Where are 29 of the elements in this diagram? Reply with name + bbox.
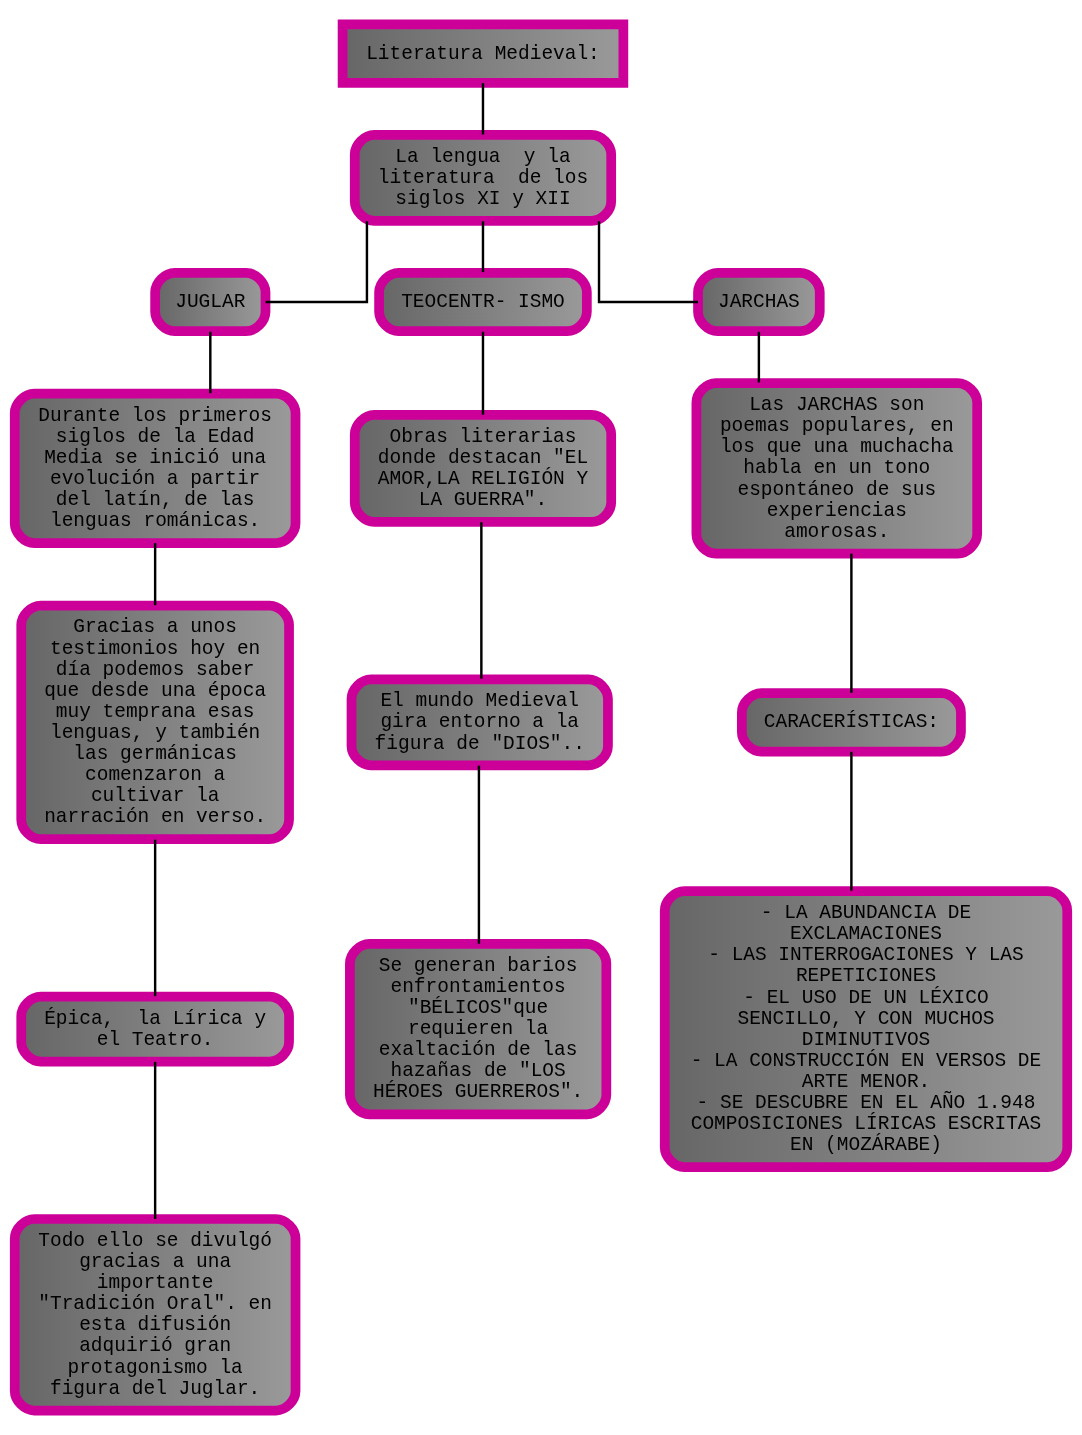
connector: [209, 331, 212, 394]
node-box: JUGLAR: [150, 267, 271, 337]
connector: [597, 221, 698, 304]
connector: [480, 522, 483, 679]
connector: [481, 331, 485, 415]
connector: [481, 221, 485, 273]
node-box: El mundo Medieval gira entorno a la figura de "DIOS"..: [346, 674, 613, 771]
node-box: - LA ABUNDANCIA DE EXCLAMACIONES - LAS INTERROGACIONES Y LAS REPETICIONES - EL USO DE UN LÉXICO SENCILLO, Y CON MUCHOS DIMINUTIVOS - LA CONSTRUCCIÓN EN VERSOS DE ARTE MENOR. - SE DESCUBRE EN EL AÑO 1.948 COMPOSICIONES LÍRICAS ESCRITAS EN (MOZÁRABE): [659, 886, 1073, 1172]
connector: [481, 83, 485, 135]
node-box: La lengua y la literatura de los siglos XI y XII: [349, 130, 617, 226]
node-box: Se generan barios enfrontamientos "BÉLICOS"que requieren la exaltación de las hazañas de "LOS HÉROES GUERREROS".: [345, 939, 612, 1120]
connector: [757, 331, 761, 383]
node-box: Todo ello se divulgó gracias a una importante "Tradición Oral". en esta difusión adquirió gran protagonismo la figura del Juglar.: [9, 1214, 301, 1416]
node-box: Las JARCHAS son poemas populares, en los que una muchacha habla en un tono espontáneo de sus experiencias amorosas.: [691, 378, 983, 559]
connector: [850, 751, 853, 891]
connector: [153, 839, 157, 997]
connector: [477, 765, 481, 944]
connector: [153, 1061, 157, 1219]
node-box: Durante los primeros siglos de la Edad Media se inició una evolución a partir del latín, de las lenguas románicas.: [9, 388, 301, 548]
node-box: Obras literarias donde destacan "EL AMOR,LA RELIGIÓN Y LA GUERRA".: [349, 409, 617, 527]
node-box: Literatura Medieval:: [337, 19, 629, 88]
connector: [153, 543, 157, 606]
connector: [265, 221, 369, 304]
node-box: JARCHAS: [693, 267, 825, 337]
node-box: Épica, la Lírica y el Teatro.: [16, 991, 294, 1067]
connector: [850, 553, 853, 693]
node-box: CARACERÍSTICAS:: [736, 688, 966, 757]
node-box: Gracias a unos testimonios hoy en día podemos saber que desde una época muy temprana esas lenguas, y también las germánicas comenzaron a cultivar la narración en verso.: [16, 600, 294, 845]
node-box: TEOCENTR- ISMO: [374, 267, 592, 337]
